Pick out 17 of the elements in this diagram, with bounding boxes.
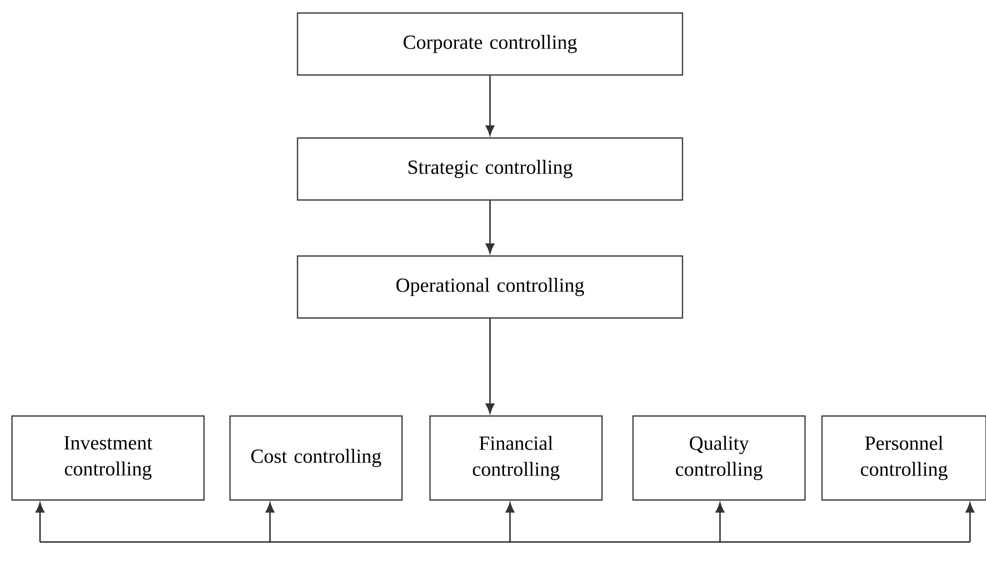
- arrow: [506, 502, 514, 542]
- arrow: [966, 502, 974, 542]
- process-box: Quality controlling: [632, 415, 806, 501]
- process-box: Investment controlling: [11, 415, 205, 501]
- arrow: [716, 502, 724, 542]
- arrow: [486, 200, 494, 254]
- connector-line: [40, 541, 970, 543]
- process-box: Cost controlling: [229, 415, 403, 501]
- process-box: Corporate controlling: [296, 12, 684, 76]
- process-box: Financial controlling: [429, 415, 603, 501]
- arrow: [36, 502, 44, 542]
- process-box: Personnel controlling: [821, 415, 986, 501]
- process-box: Strategic controlling: [296, 137, 684, 201]
- arrow: [486, 318, 494, 414]
- process-box: Operational controlling: [296, 255, 684, 319]
- arrow: [486, 76, 494, 136]
- arrow: [266, 502, 274, 542]
